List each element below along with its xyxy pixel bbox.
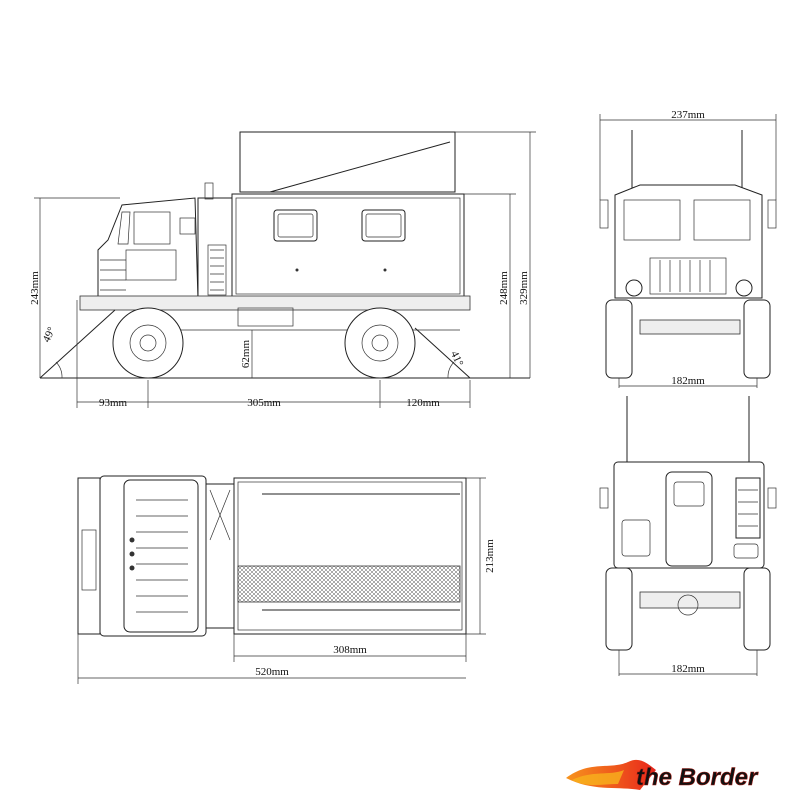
dim-approach-angle: 49° (41, 325, 58, 344)
dim-top-width: 213mm (484, 539, 496, 573)
front-view (599, 114, 777, 388)
dim-departure-angle: 41° (448, 349, 465, 368)
dim-height-total: 329mm (518, 271, 530, 305)
dim-wheelbase: 305mm (247, 397, 281, 409)
rear-dimension-labels: 182mm (671, 663, 705, 675)
front-wheel (112, 307, 184, 379)
side-dimension-labels: 93mm 305mm 120mm 243mm 248mm 329mm 62mm … (29, 271, 530, 409)
rear-wheel (344, 307, 416, 379)
logo-text: the Border (636, 764, 759, 791)
front-dimension-labels: 237mm 182mm (671, 109, 705, 387)
dim-rear-overhang: 120mm (406, 397, 440, 409)
dim-width-top: 237mm (671, 109, 705, 121)
side-view (34, 131, 536, 408)
dim-ground-clearance: 62mm (240, 340, 252, 369)
dim-height-box: 248mm (498, 271, 510, 305)
dim-front-overhang: 93mm (99, 397, 128, 409)
dim-box-length: 308mm (333, 644, 367, 656)
dim-total-length: 520mm (255, 666, 289, 678)
dim-rear-track: 182mm (671, 663, 705, 675)
dim-height-cab: 243mm (29, 271, 41, 305)
the-border-logo: the Border (566, 759, 759, 791)
dim-front-track: 182mm (671, 375, 705, 387)
top-dimension-labels: 308mm 520mm 213mm (255, 539, 496, 678)
rear-view (599, 396, 777, 676)
top-view (77, 475, 486, 684)
